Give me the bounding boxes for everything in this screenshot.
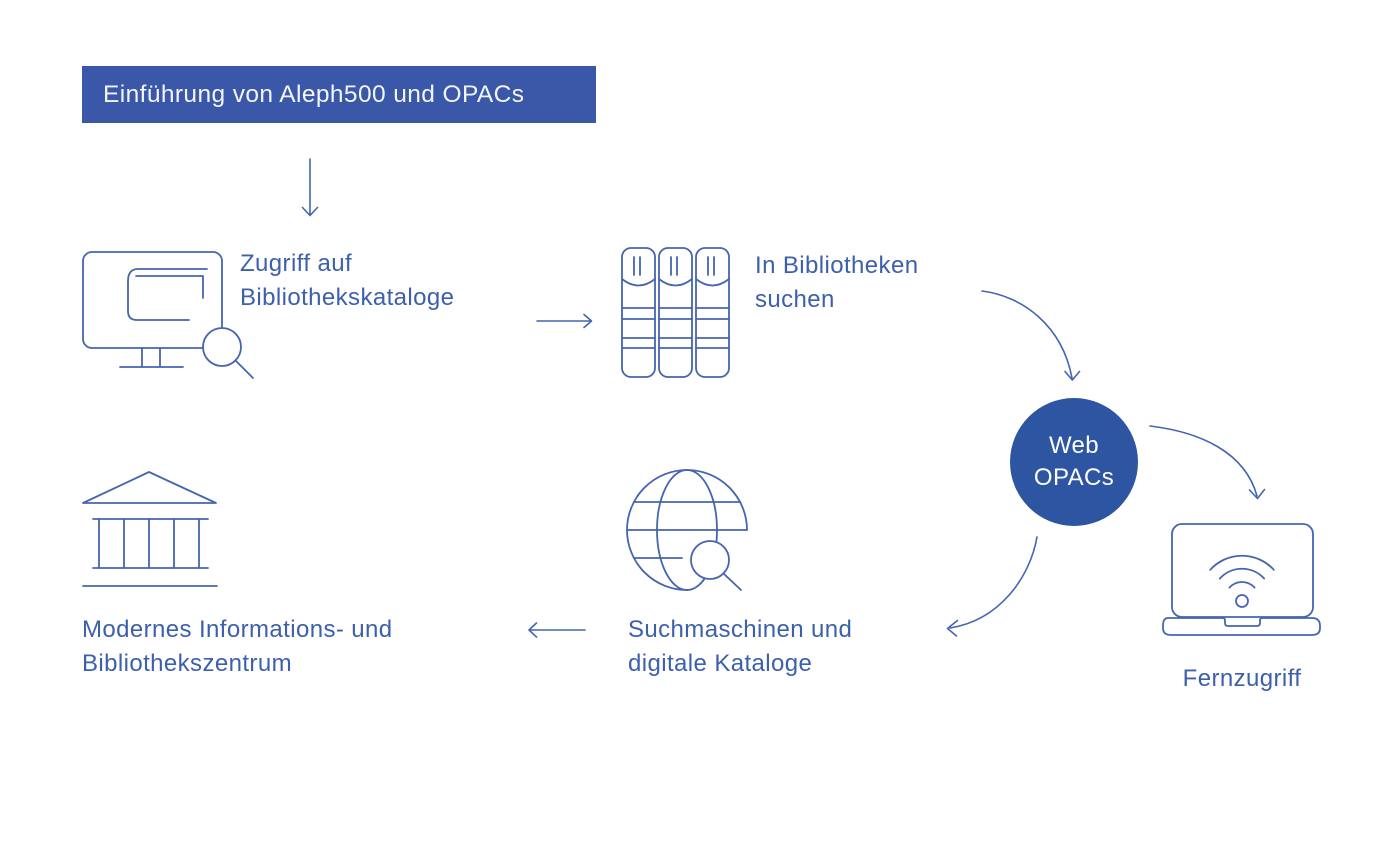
monitor-book-search-icon (82, 251, 254, 379)
arrow-suchmaschinen-to-zentrum (528, 622, 586, 638)
zugriff-label-line2: Bibliothekskataloge (240, 284, 455, 311)
arrow-webopacs-to-fernzugriff (1149, 425, 1266, 500)
arrow-zugriff-to-bibliotheken (536, 313, 593, 329)
laptop-wifi-icon (1162, 523, 1321, 636)
arrow-banner-to-zugriff (301, 158, 319, 217)
bibliotheken-label-line2: suchen (755, 286, 835, 313)
zentrum-label: Modernes Informations- und Bibliotheksze… (82, 613, 393, 681)
bibliotheken-label: In Bibliotheken suchen (755, 249, 918, 317)
zugriff-label-line1: Zugriff auf (240, 250, 353, 277)
arrow-webopacs-to-suchmaschinen (946, 536, 1038, 637)
fernzugriff-label: Fernzugriff (1182, 665, 1302, 692)
web-opacs-line1: Web (1048, 432, 1100, 459)
arrow-bibliotheken-to-webopacs (981, 290, 1081, 381)
suchmaschinen-label-line1: Suchmaschinen und (628, 616, 853, 643)
title-banner: Einführung von Aleph500 und OPACs (82, 66, 596, 123)
bibliotheken-label-line1: In Bibliotheken (755, 252, 919, 279)
zugriff-label: Zugriff auf Bibliothekskataloge (240, 247, 454, 315)
suchmaschinen-label-line2: digitale Kataloge (628, 650, 813, 677)
globe-search-icon (626, 469, 748, 591)
library-building-icon (82, 471, 218, 587)
books-icon (621, 247, 730, 378)
suchmaschinen-label: Suchmaschinen und digitale Kataloge (628, 613, 852, 681)
web-opacs-node: Web OPACs (1010, 398, 1138, 526)
zentrum-label-line2: Bibliothekszentrum (82, 650, 292, 677)
zentrum-label-line1: Modernes Informations- und (82, 616, 393, 643)
web-opacs-line2: OPACs (1033, 464, 1115, 491)
